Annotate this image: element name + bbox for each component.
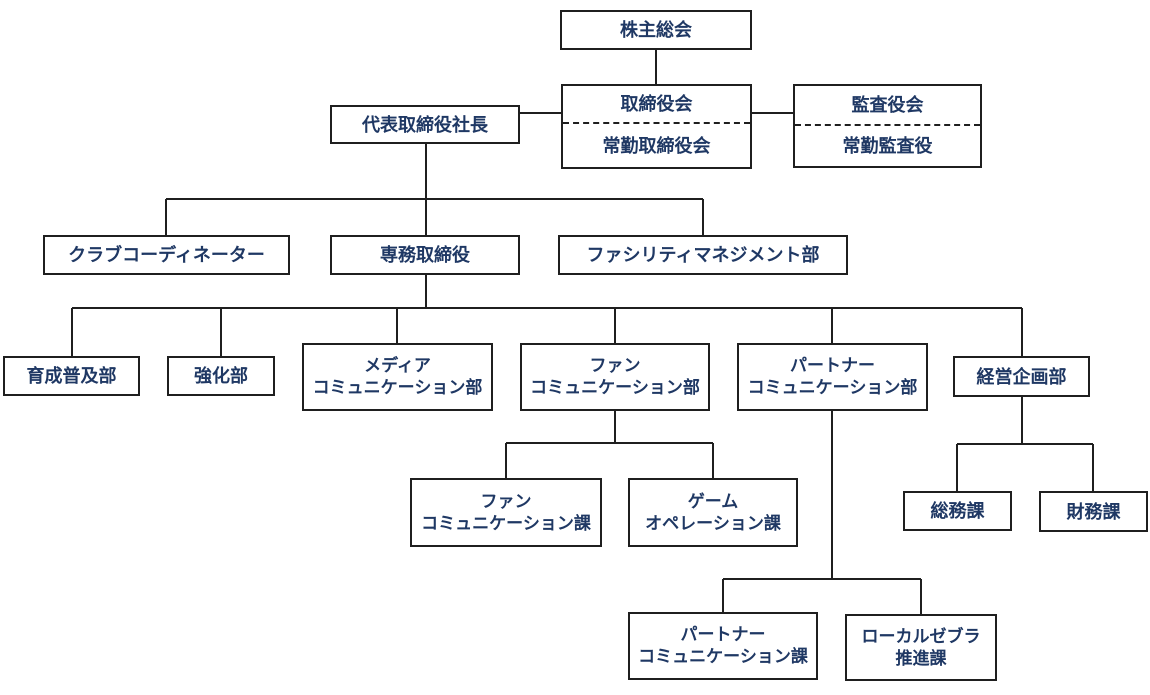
org-box-label: パートナー	[790, 356, 875, 375]
org-box-partner-communication-dept: パートナーコミュニケーション部	[737, 343, 928, 411]
org-box-board-of-directors: 取締役会常勤取締役会	[561, 84, 752, 169]
org-box-shareholders-meeting: 株主総会	[560, 10, 752, 50]
org-box-label: メディア	[364, 356, 431, 375]
org-box-lower-label: 常勤取締役会	[602, 135, 711, 156]
org-box-senior-managing-director: 専務取締役	[330, 235, 520, 275]
org-box-club-coordinator: クラブコーディネーター	[43, 235, 290, 275]
org-box-upper-label: 監査役会	[795, 86, 980, 126]
org-box-strengthening-dept: 強化部	[167, 356, 275, 396]
org-box-partner-communication-section: パートナーコミュニケーション課	[628, 612, 818, 680]
org-box-fan-communication-dept: ファンコミュニケーション部	[520, 343, 710, 411]
org-box-label: 育成普及部	[26, 366, 117, 386]
org-box-label: 専務取締役	[380, 245, 470, 265]
org-box-label: 株主総会	[620, 20, 692, 40]
org-box-label: クラブコーディネーター	[68, 245, 265, 265]
org-box-general-affairs-section: 総務課	[903, 491, 1012, 531]
org-box-label: ファン	[589, 356, 641, 375]
org-box-label: コミュニケーション課	[638, 647, 808, 666]
org-box-label: 代表取締役社長	[362, 114, 488, 135]
org-box-president: 代表取締役社長	[330, 105, 520, 144]
org-box-audit-board: 監査役会常勤監査役	[793, 84, 982, 168]
org-box-game-operation-section: ゲームオペレーション課	[628, 478, 798, 547]
org-box-lower-label: 常勤監査役	[842, 136, 933, 156]
org-box-label: オペレーション課	[645, 513, 781, 533]
org-box-label: パートナー	[680, 625, 766, 644]
org-box-label: ファシリティマネジメント部	[586, 245, 820, 265]
org-box-label: 強化部	[194, 366, 248, 386]
org-box-local-zebra-promotion-section: ローカルゼブラ推進課	[845, 614, 997, 681]
org-box-fan-communication-section: ファンコミュニケーション課	[410, 478, 602, 547]
org-box-label: コミュニケーション部	[747, 378, 918, 397]
org-box-label: 推進課	[895, 648, 947, 668]
org-box-label: コミュニケーション部	[312, 378, 483, 397]
org-box-media-communication-dept: メディアコミュニケーション部	[302, 343, 493, 411]
org-box-label: コミュニケーション課	[421, 513, 591, 533]
org-box-development-promotion-dept: 育成普及部	[3, 356, 140, 396]
org-box-finance-section: 財務課	[1039, 491, 1148, 532]
org-box-label: ゲーム	[687, 491, 739, 511]
org-box-label: コミュニケーション部	[530, 378, 700, 397]
org-box-label: 経営企画部	[976, 366, 1067, 387]
org-box-upper-label: 取締役会	[563, 86, 750, 124]
org-box-label: 財務課	[1066, 501, 1121, 522]
org-box-label: ファン	[480, 491, 532, 511]
org-box-facility-management-dept: ファシリティマネジメント部	[558, 235, 848, 275]
org-box-label: ローカルゼブラ	[861, 626, 981, 646]
org-box-corporate-planning-dept: 経営企画部	[953, 356, 1090, 397]
org-box-label: 総務課	[930, 501, 985, 521]
